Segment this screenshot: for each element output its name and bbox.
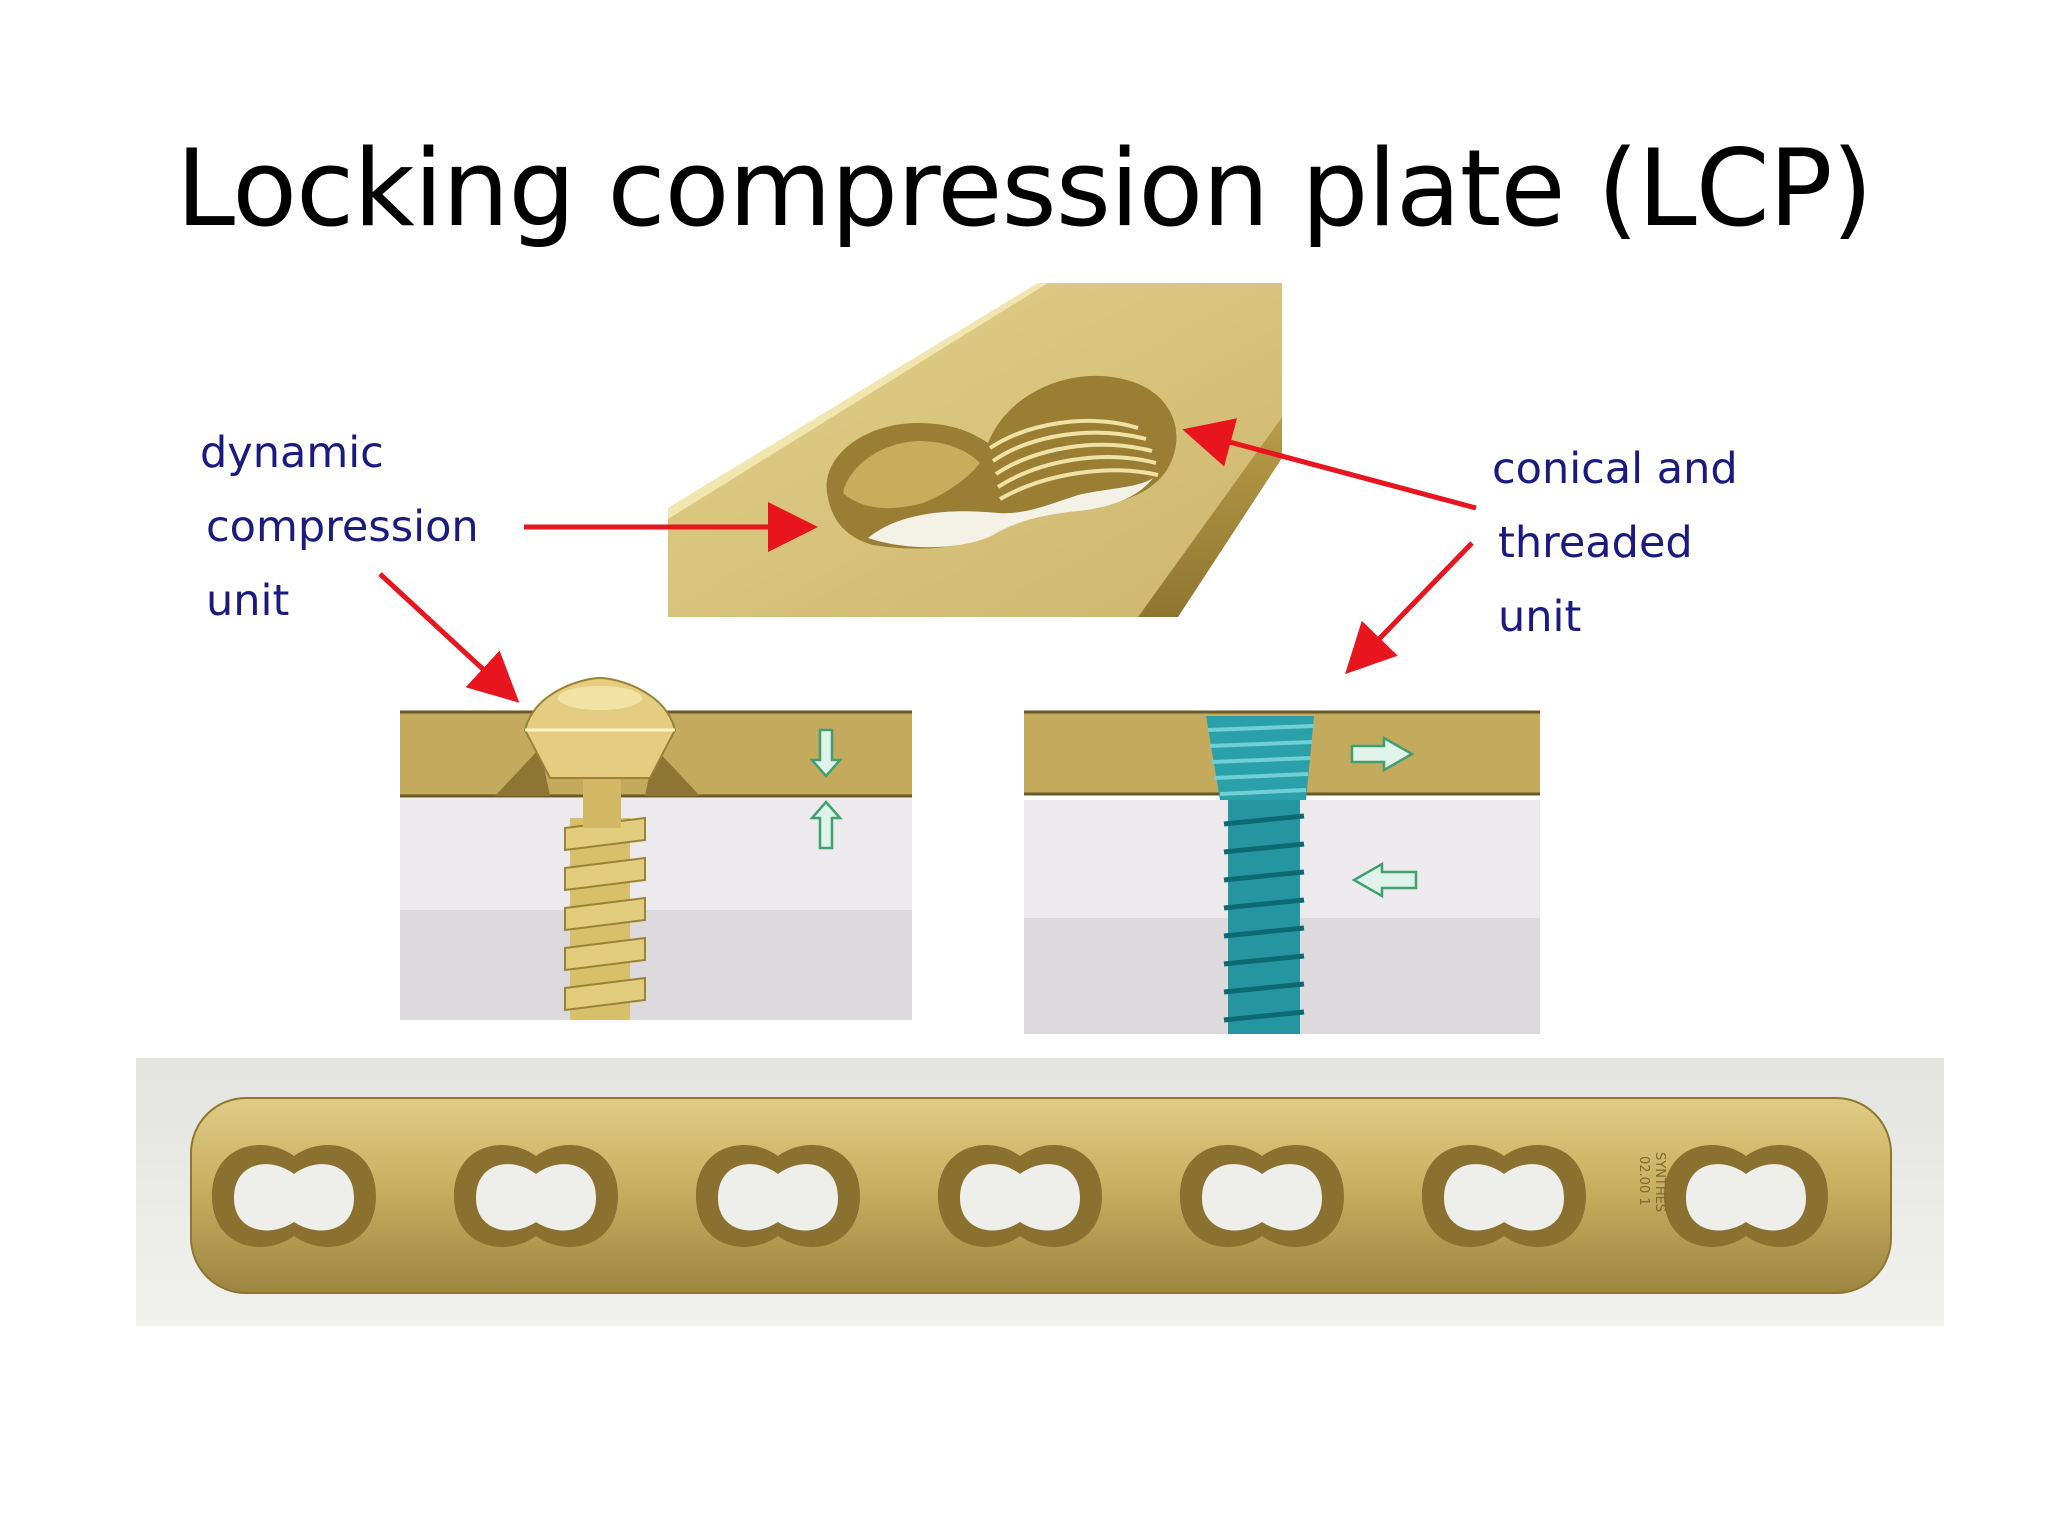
- label-line: threaded: [1498, 518, 1693, 568]
- plate-holes: [212, 1145, 1828, 1247]
- slide-title: Locking compression plate (LCP): [176, 127, 1873, 250]
- plate-hole-opening: [1202, 1164, 1322, 1231]
- label-line: unit: [206, 576, 290, 626]
- combi-hole-closeup-illustration: [668, 283, 1282, 617]
- plate-hole-opening: [1444, 1164, 1564, 1231]
- arrow-to-locking-screw: [1345, 541, 1474, 675]
- arrow-to-compression-screw-head: [378, 572, 520, 703]
- lcp-plate-photo: SYNTHES 02.00 1: [136, 1058, 1944, 1326]
- plate-hole-opening: [1686, 1164, 1806, 1231]
- compression-screw-cross-section: [400, 668, 912, 1020]
- plate-hole-opening: [234, 1164, 354, 1231]
- plate-engraving-line: 02.00 1: [1636, 1156, 1651, 1206]
- label-line: dynamic: [200, 428, 384, 478]
- label-conical-threaded-unit: conical and threaded unit: [1492, 432, 1738, 654]
- label-line: compression: [206, 502, 479, 552]
- plate-hole-opening: [960, 1164, 1080, 1231]
- plate-engraving-line: SYNTHES: [1652, 1152, 1667, 1212]
- label-line: unit: [1498, 592, 1582, 642]
- locking-screw-cross-section: [1024, 700, 1540, 1034]
- arrow-to-threaded-unit: [1182, 418, 1477, 511]
- plate-hole-opening: [718, 1164, 838, 1231]
- label-dynamic-compression-unit: dynamic compression unit: [200, 416, 479, 638]
- plate-hole-opening: [476, 1164, 596, 1231]
- label-line: conical and: [1492, 444, 1738, 494]
